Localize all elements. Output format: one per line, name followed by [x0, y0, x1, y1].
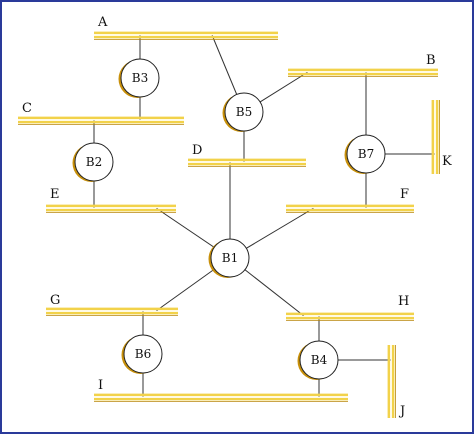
bridge-b6: B6: [121, 334, 163, 374]
bridge-label-b1: B1: [222, 251, 238, 265]
segment-label-k: K: [442, 154, 452, 169]
bridge-label-b5: B5: [236, 105, 252, 119]
labels-layer: A B C D E F G H I J K: [22, 15, 452, 419]
segment-label-a: A: [97, 15, 108, 30]
segment-label-b: B: [426, 53, 436, 68]
bridge-b3: B3: [118, 58, 160, 98]
segment-label-i: I: [98, 378, 103, 393]
bridge-label-b3: B3: [132, 71, 148, 85]
segment-label-c: C: [22, 101, 32, 116]
segment-label-g: G: [50, 293, 60, 308]
segment-c: [18, 116, 184, 125]
segment-h: [286, 312, 414, 321]
bridge-label-b6: B6: [135, 347, 151, 361]
segments-layer: [18, 31, 440, 418]
bridge-b2: B2: [72, 142, 114, 182]
bridge-label-b7: B7: [358, 147, 374, 161]
bridge-b5: B5: [222, 92, 264, 132]
segment-label-d: D: [192, 143, 202, 158]
bridge-label-b4: B4: [311, 353, 328, 367]
segment-a: [94, 31, 278, 40]
segment-label-f: F: [400, 187, 409, 202]
bridge-b1: B1: [208, 238, 250, 278]
segment-label-e: E: [50, 187, 60, 202]
segment-f: [286, 204, 414, 213]
bridge-b7: B7: [344, 134, 386, 174]
segment-e: [46, 204, 176, 213]
segment-i: [94, 393, 348, 402]
segment-g: [46, 307, 178, 316]
segment-label-j: J: [398, 404, 405, 419]
segment-d: [188, 158, 306, 167]
segment-label-h: H: [398, 294, 409, 309]
segment-j: [387, 345, 396, 418]
bridge-label-b2: B2: [86, 155, 102, 169]
segment-b: [288, 68, 438, 77]
segment-k: [431, 100, 440, 174]
bridge-b4: B4: [297, 340, 339, 380]
